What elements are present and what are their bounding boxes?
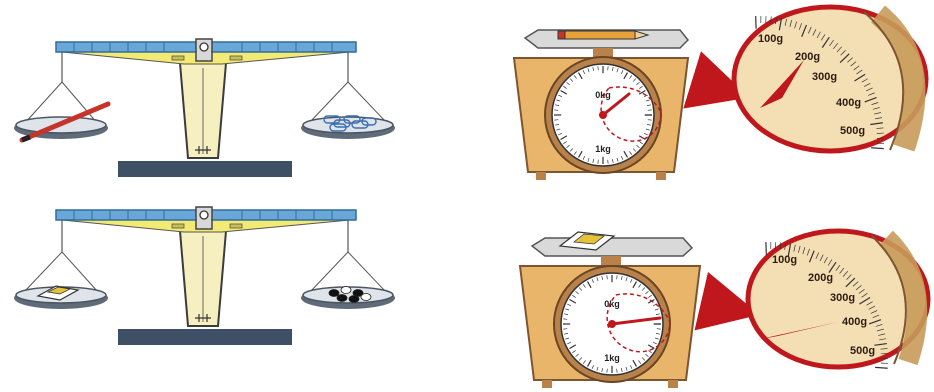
kitchen-scale-bottom: 0kg 1kg (520, 232, 748, 388)
tick-mark (871, 148, 884, 149)
zoom-label-400g: 400g (836, 97, 861, 109)
zoom-arrow-icon (690, 91, 738, 98)
dial-label-1kg: 1kg (595, 144, 611, 154)
balance-top (14, 39, 395, 177)
zoom-label-200g: 200g (795, 51, 820, 63)
kitchen-scale-top: 0kg 1kg (514, 30, 738, 180)
zoom-label-500g: 500g (850, 345, 875, 357)
zoom-label-300g: 300g (830, 292, 855, 304)
zoom-label-500g: 500g (840, 125, 865, 137)
zoom-label-400g: 400g (842, 316, 867, 328)
zoom-lens-bottom: 100g 200g 300g 400g 500g (748, 231, 928, 368)
balance-bottom (14, 207, 395, 345)
zoom-label-200g: 200g (808, 272, 833, 284)
zoom-arrow-icon (700, 310, 748, 318)
scale-tray (532, 238, 692, 256)
pencil-icon (558, 31, 648, 39)
dial-label-0kg: 0kg (595, 90, 611, 100)
zoom-label-300g: 300g (812, 71, 837, 83)
zoom-lens-top: 100g 200g 300g 400g 500g (734, 7, 926, 151)
zoom-label-100g: 100g (772, 254, 797, 266)
dial-label-1kg: 1kg (604, 353, 620, 363)
tick-mark (875, 367, 888, 368)
balance-base (118, 329, 292, 345)
zoom-label-100g: 100g (758, 33, 783, 45)
balance-base (118, 161, 292, 177)
